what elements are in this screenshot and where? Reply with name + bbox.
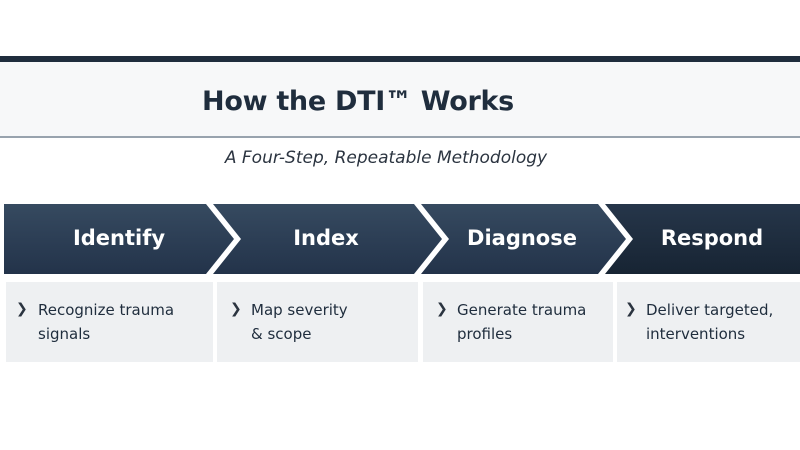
step-description-respond	[617, 282, 800, 362]
header-divider	[0, 136, 800, 138]
step-description-identify	[6, 282, 213, 362]
step-label-identify: Identify	[72, 226, 166, 250]
step-description-index	[217, 282, 418, 362]
process-chevron-bar	[0, 204, 800, 274]
chevron-right-icon: ❯	[625, 301, 637, 317]
chevron-diagnose	[421, 204, 626, 274]
step-description-diagnose	[423, 282, 613, 362]
header-panel	[0, 62, 800, 136]
step-label-respond: Respond	[660, 226, 764, 250]
page-subtitle: A Four-Step, Repeatable Methodology	[224, 148, 548, 168]
top-rule	[0, 56, 800, 62]
chevron-right-icon: ❯	[230, 301, 242, 317]
description-text-diagnose: Generate trauma profiles	[457, 301, 587, 343]
chevron-identify	[4, 204, 234, 274]
step-label-diagnose: Diagnose	[467, 226, 577, 250]
chevron-index	[213, 204, 442, 274]
step-label-index: Index	[293, 226, 359, 250]
description-text-respond: Deliver targeted, interventions	[646, 301, 774, 343]
chevron-respond	[605, 204, 800, 274]
chevron-right-icon: ❯	[16, 301, 28, 317]
description-text-identify: Recognize trauma signals	[38, 301, 175, 343]
page-title: How the DTI™ Works	[202, 86, 514, 117]
description-text-index: Map severity & scope	[251, 301, 348, 343]
chevron-right-icon: ❯	[436, 301, 448, 317]
top-band	[0, 0, 800, 56]
